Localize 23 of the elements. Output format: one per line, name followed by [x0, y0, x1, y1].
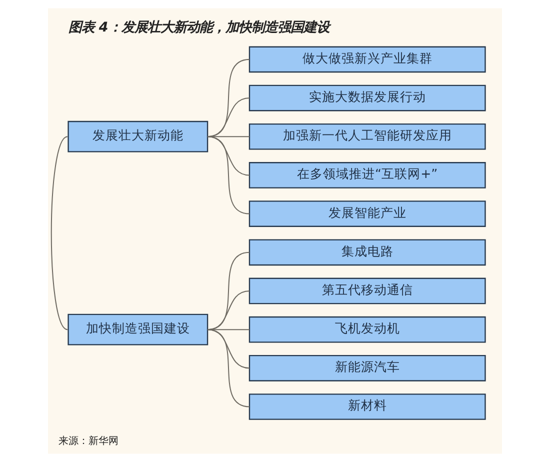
- connector: [207, 136, 250, 214]
- connector: [207, 58, 250, 138]
- node-box: 做大做强新兴产业集群: [248, 46, 486, 73]
- connector: [207, 136, 250, 176]
- connector: [207, 98, 250, 138]
- connector: [208, 136, 250, 138]
- node-box: 加强新一代人工智能研发应用: [248, 123, 486, 150]
- node-box: 飞机发动机: [248, 316, 486, 343]
- connector: [208, 329, 250, 330]
- node-box: 第五代移动通信: [248, 278, 486, 304]
- node-box: 实施大数据发展行动: [248, 84, 486, 112]
- node-box: 新材料: [248, 394, 486, 420]
- connector: [50, 136, 68, 330]
- node-box: 在多领域推进“互联网+”: [248, 162, 486, 188]
- diagram-title: 图表 4：发展壮大新动能，加快制造强国建设: [68, 20, 330, 36]
- connector: [207, 329, 250, 408]
- caption: 来源：新华网: [58, 436, 119, 448]
- node-box: 新能源汽车: [248, 355, 486, 382]
- node-box: 发展壮大新动能: [68, 120, 208, 152]
- node-box: 发展智能产业: [248, 200, 486, 227]
- node-box: 加快制造强国建设: [68, 314, 208, 346]
- connector: [207, 329, 250, 369]
- node-box: 集成电路: [248, 239, 486, 266]
